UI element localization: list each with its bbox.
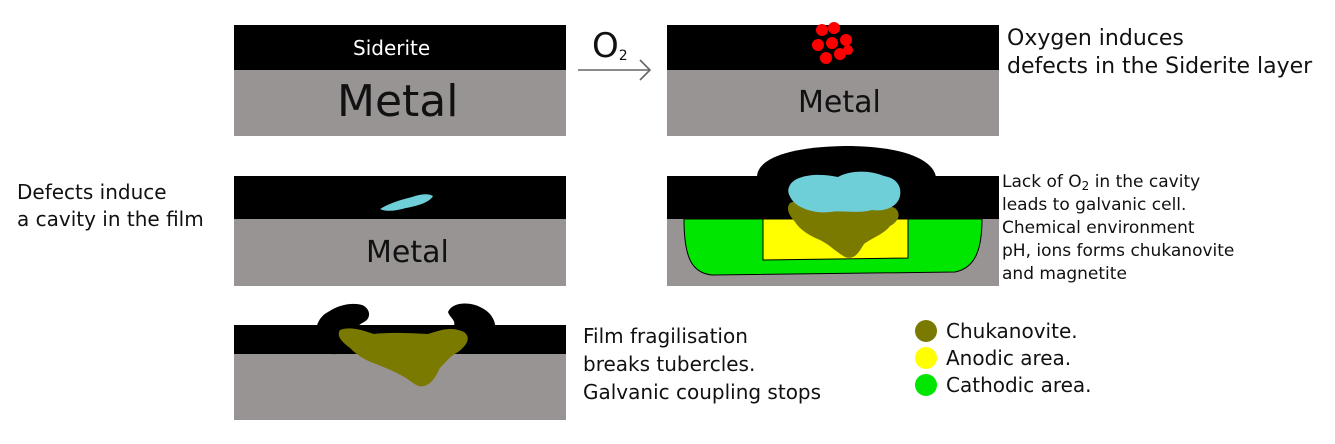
- legend-chukanovite-label: Chukanovite.: [946, 319, 1078, 343]
- legend-cathodic-label: Cathodic area.: [946, 373, 1092, 397]
- panel-4-caption-line-5: and magnetite: [1002, 264, 1127, 284]
- panel-3-metal: [234, 219, 566, 286]
- legend-anodic-icon: [915, 347, 937, 369]
- panel-4-chukanovite: [787, 199, 899, 258]
- panel-4-caption-line-3: Chemical environment: [1002, 218, 1195, 238]
- siderite-label: Siderite: [353, 36, 431, 60]
- panel-4-caption-line-4: pH, ions forms chukanovite: [1002, 241, 1235, 261]
- metal-label-large: Metal: [337, 76, 459, 127]
- panel-4-caption-sub: 2: [1081, 179, 1090, 193]
- panel-1-siderite: [234, 25, 566, 70]
- legend-anodic-label: Anodic area.: [946, 346, 1072, 370]
- panel-3-siderite: [234, 176, 566, 219]
- panel-2-caption-line-1: Oxygen induces: [1007, 26, 1184, 51]
- panel-1-metal: [234, 70, 566, 136]
- panel-3-caption-line-2: a cavity in the film: [17, 207, 204, 231]
- panel-5-caption-line-1: Film fragilisation: [583, 324, 748, 348]
- panel-3-cavity: [380, 194, 433, 211]
- panel-2-metal: [667, 70, 999, 136]
- oxygen-subscript: 2: [618, 48, 628, 64]
- panel-2-layers: [667, 22, 999, 136]
- panel-4-cavity: [788, 171, 901, 213]
- arrow-label: O2: [592, 26, 628, 66]
- panel-1-layers: [234, 25, 566, 136]
- panel-4-caption-line-2: leads to galvanic cell.: [1002, 195, 1187, 215]
- panel-5-caption-line-3: Galvanic coupling stops: [583, 380, 822, 404]
- legend-chukanovite-icon: [915, 320, 937, 342]
- panel-3-metal-label: Metal: [366, 235, 449, 270]
- panel-4-layers: [667, 146, 999, 286]
- panel-4-tubercle: [757, 146, 936, 177]
- panel-4-caption-post: in the cavity: [1089, 172, 1201, 192]
- panel-5-layers: [234, 303, 566, 420]
- panel-2-metal-label: Metal: [798, 85, 881, 120]
- legend-cathodic-icon: [915, 374, 937, 396]
- oxygen-symbol: O: [592, 26, 619, 66]
- panel-3-layers: [234, 176, 566, 286]
- arrow-icon: [578, 59, 652, 81]
- panel-5-chukanovite: [338, 328, 468, 387]
- panel-2-caption-line-2: defects in the Siderite layer: [1007, 54, 1313, 79]
- oxygen-defects: [812, 22, 853, 64]
- panel-3-caption-line-1: Defects induce: [17, 180, 167, 204]
- legend-markers: [915, 320, 937, 396]
- panel-4-caption-line-1: Lack of O2 in the cavity: [1002, 171, 1200, 197]
- panel-5-tubercle-left: [315, 303, 370, 355]
- panel-4-caption-pre: Lack of O: [1002, 172, 1082, 192]
- panel-5-caption-line-2: breaks tubercles.: [583, 352, 756, 376]
